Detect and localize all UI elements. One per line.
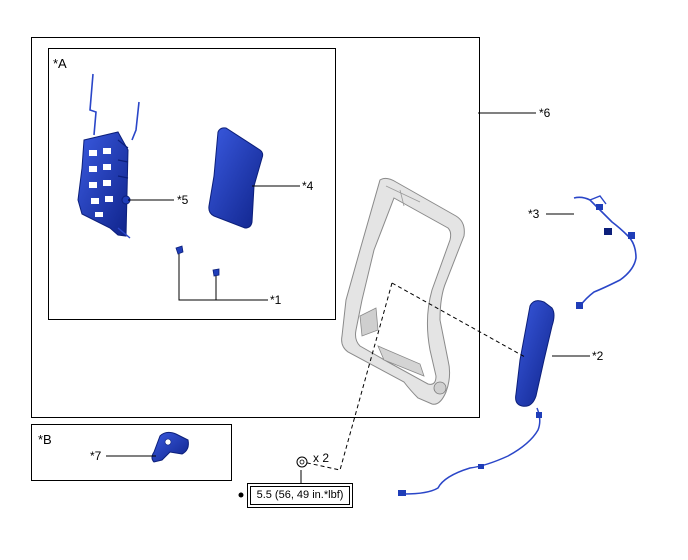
inset-b-box xyxy=(31,424,232,481)
bolt-quantity: x 2 xyxy=(313,451,330,465)
label-part-2: *2 xyxy=(592,349,604,363)
torque-bullet-icon xyxy=(238,492,244,498)
label-part-5: *5 xyxy=(177,193,189,207)
label-part-6: *6 xyxy=(539,106,551,120)
torque-spec-box: 5.5 (56, 49 in.*lbf) xyxy=(247,483,353,508)
bolt-symbol xyxy=(296,456,308,468)
leader-lines xyxy=(106,112,590,483)
inset-a-box xyxy=(48,48,336,320)
label-part-7: *7 xyxy=(90,449,102,463)
assembly-6-box xyxy=(31,37,480,418)
torque-spec-value: 5.5 (56, 49 in.*lbf) xyxy=(250,486,350,505)
part-3-wire-harness xyxy=(573,195,637,309)
part-1-clips xyxy=(175,245,220,277)
inset-b-label: *B xyxy=(38,432,52,447)
label-part-4: *4 xyxy=(302,179,314,193)
part-5-seatback-heater xyxy=(77,73,140,239)
label-part-1: *1 xyxy=(270,293,282,307)
part-7-bracket xyxy=(151,431,189,463)
inset-a-label: *A xyxy=(53,56,67,71)
label-part-3: *3 xyxy=(528,207,540,221)
dashed-guide-lines xyxy=(302,282,526,471)
part-2-side-airbag xyxy=(398,300,555,496)
seatback-frame xyxy=(341,177,465,405)
part-4-pad xyxy=(208,127,264,229)
